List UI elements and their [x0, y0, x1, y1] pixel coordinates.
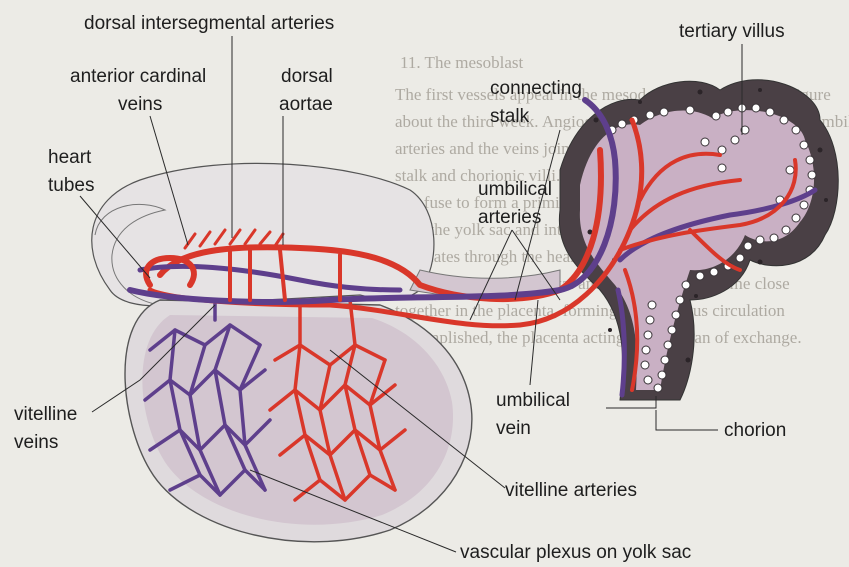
label-tertiary-villus: tertiary villus	[679, 21, 785, 42]
bg-line: accomplished, the placenta acting as the…	[395, 328, 802, 347]
label-connecting-stalk-2: stalk	[490, 106, 530, 127]
label-dorsal-aortae-1: dorsal	[281, 66, 333, 87]
label-dorsal-intersegmental-arteries: dorsal intersegmental arteries	[84, 13, 334, 34]
label-umbilical-vein-2: vein	[496, 418, 531, 439]
bg-heading: 11. The mesoblast	[400, 53, 524, 72]
label-dorsal-aortae-2: aortae	[279, 94, 333, 115]
label-heart-tubes-2: tubes	[48, 175, 94, 196]
label-connecting-stalk-1: connecting	[490, 78, 582, 99]
label-anterior-cardinal-veins-1: anterior cardinal	[70, 66, 206, 87]
label-chorion: chorion	[724, 420, 786, 441]
leader-chorion	[656, 410, 718, 430]
label-heart-tubes-1: heart	[48, 147, 92, 168]
label-umbilical-arteries-1: umbilical	[478, 179, 552, 200]
embryo-body	[92, 163, 434, 305]
label-vascular-plexus-on-yolk-sac: vascular plexus on yolk sac	[460, 542, 691, 563]
label-vitelline-veins-1: vitelline	[14, 404, 77, 425]
bg-line: together in the placenta, forming a cont…	[395, 301, 785, 320]
label-vitelline-veins-2: veins	[14, 432, 58, 453]
label-umbilical-arteries-2: arteries	[478, 207, 541, 228]
label-umbilical-vein-1: umbilical	[496, 390, 570, 411]
label-anterior-cardinal-veins-2: veins	[118, 94, 162, 115]
label-vitelline-arteries: vitelline arteries	[505, 480, 637, 501]
